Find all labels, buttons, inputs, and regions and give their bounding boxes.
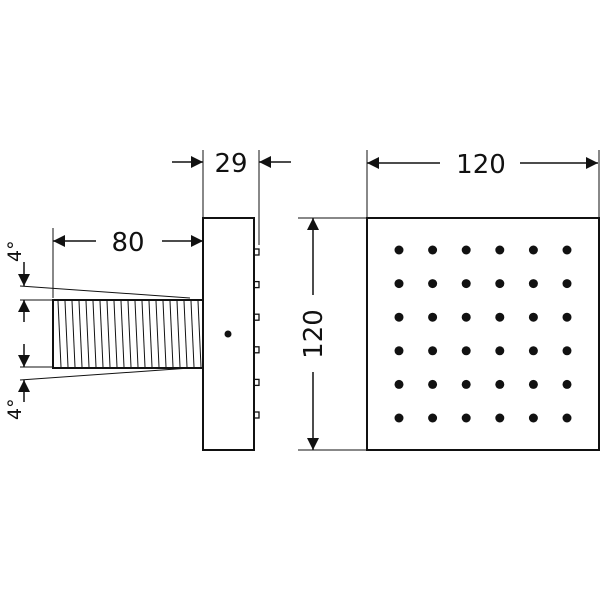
nozzle-dot <box>428 245 438 255</box>
thread-line <box>169 300 174 368</box>
nozzle-dot <box>394 379 404 389</box>
thread-line <box>190 300 195 368</box>
thread-line <box>71 300 76 368</box>
thread-line <box>197 300 202 368</box>
nozzle-dot <box>495 312 505 322</box>
dim-29-label: 29 <box>214 149 247 179</box>
angle-top-label: 4° <box>4 240 26 262</box>
thread-line <box>127 300 132 368</box>
nozzle-dot <box>461 245 471 255</box>
nozzle-dot <box>562 312 572 322</box>
thread-line <box>176 300 181 368</box>
nozzle-dot <box>394 413 404 423</box>
side-nozzle <box>253 248 260 256</box>
thread-line <box>92 300 97 368</box>
side-nozzle <box>253 378 260 387</box>
mounting-hole <box>224 330 232 338</box>
nozzle-dot <box>428 413 438 423</box>
nozzle-dot <box>394 312 404 322</box>
thread-lines <box>57 300 202 368</box>
angle-guide-bottom <box>19 367 191 381</box>
nozzle-dot <box>495 245 505 255</box>
nozzle-dot <box>495 379 505 389</box>
thread-line <box>120 300 125 368</box>
threaded-stem <box>52 299 204 369</box>
thread-line <box>57 300 62 368</box>
thread-line <box>155 300 160 368</box>
angle-bottom-label: 4° <box>4 398 26 420</box>
nozzle-dot <box>562 346 572 356</box>
thread-line <box>134 300 139 368</box>
nozzle-dot <box>461 346 471 356</box>
dim-height-label: 120 <box>299 309 329 359</box>
side-nozzles <box>253 248 260 419</box>
nozzle-dot <box>428 379 438 389</box>
thread-line <box>183 300 188 368</box>
nozzle-dot <box>562 379 572 389</box>
nozzle-dot <box>428 346 438 356</box>
nozzle-dot <box>528 413 538 423</box>
thread-line <box>106 300 111 368</box>
nozzle-dot <box>394 346 404 356</box>
nozzle-dot <box>562 413 572 423</box>
dim-80-label: 80 <box>111 228 144 258</box>
nozzle-dot <box>461 312 471 322</box>
side-nozzle <box>253 280 260 289</box>
nozzle-grid <box>394 245 572 423</box>
nozzle-dot <box>428 279 438 289</box>
thread-line <box>162 300 167 368</box>
nozzle-dot <box>562 279 572 289</box>
nozzle-dot <box>495 413 505 423</box>
nozzle-dot <box>528 346 538 356</box>
thread-line <box>85 300 90 368</box>
nozzle-dot <box>528 379 538 389</box>
thread-line <box>113 300 118 368</box>
nozzle-dot <box>562 245 572 255</box>
dim-width-label: 120 <box>456 150 506 180</box>
thread-line <box>78 300 83 368</box>
nozzle-dot <box>528 312 538 322</box>
thread-line <box>148 300 153 368</box>
nozzle-dot <box>394 279 404 289</box>
nozzle-dot <box>461 413 471 423</box>
side-nozzle <box>253 346 260 354</box>
nozzle-dot <box>495 346 505 356</box>
nozzle-dot <box>394 245 404 255</box>
thread-line <box>141 300 146 368</box>
thread-line <box>64 300 69 368</box>
nozzle-dot <box>495 279 505 289</box>
nozzle-dot <box>428 312 438 322</box>
angle-guide-top <box>19 285 191 299</box>
side-nozzle <box>253 313 260 321</box>
nozzle-dot <box>528 245 538 255</box>
front-view: 120 120 <box>298 150 600 451</box>
side-view: 4° 4° 29 80 <box>4 149 291 451</box>
nozzle-dot <box>461 379 471 389</box>
nozzle-dot <box>528 279 538 289</box>
side-nozzle <box>253 411 260 419</box>
thread-line <box>99 300 104 368</box>
nozzle-dot <box>461 279 471 289</box>
front-view-plate <box>366 217 600 451</box>
